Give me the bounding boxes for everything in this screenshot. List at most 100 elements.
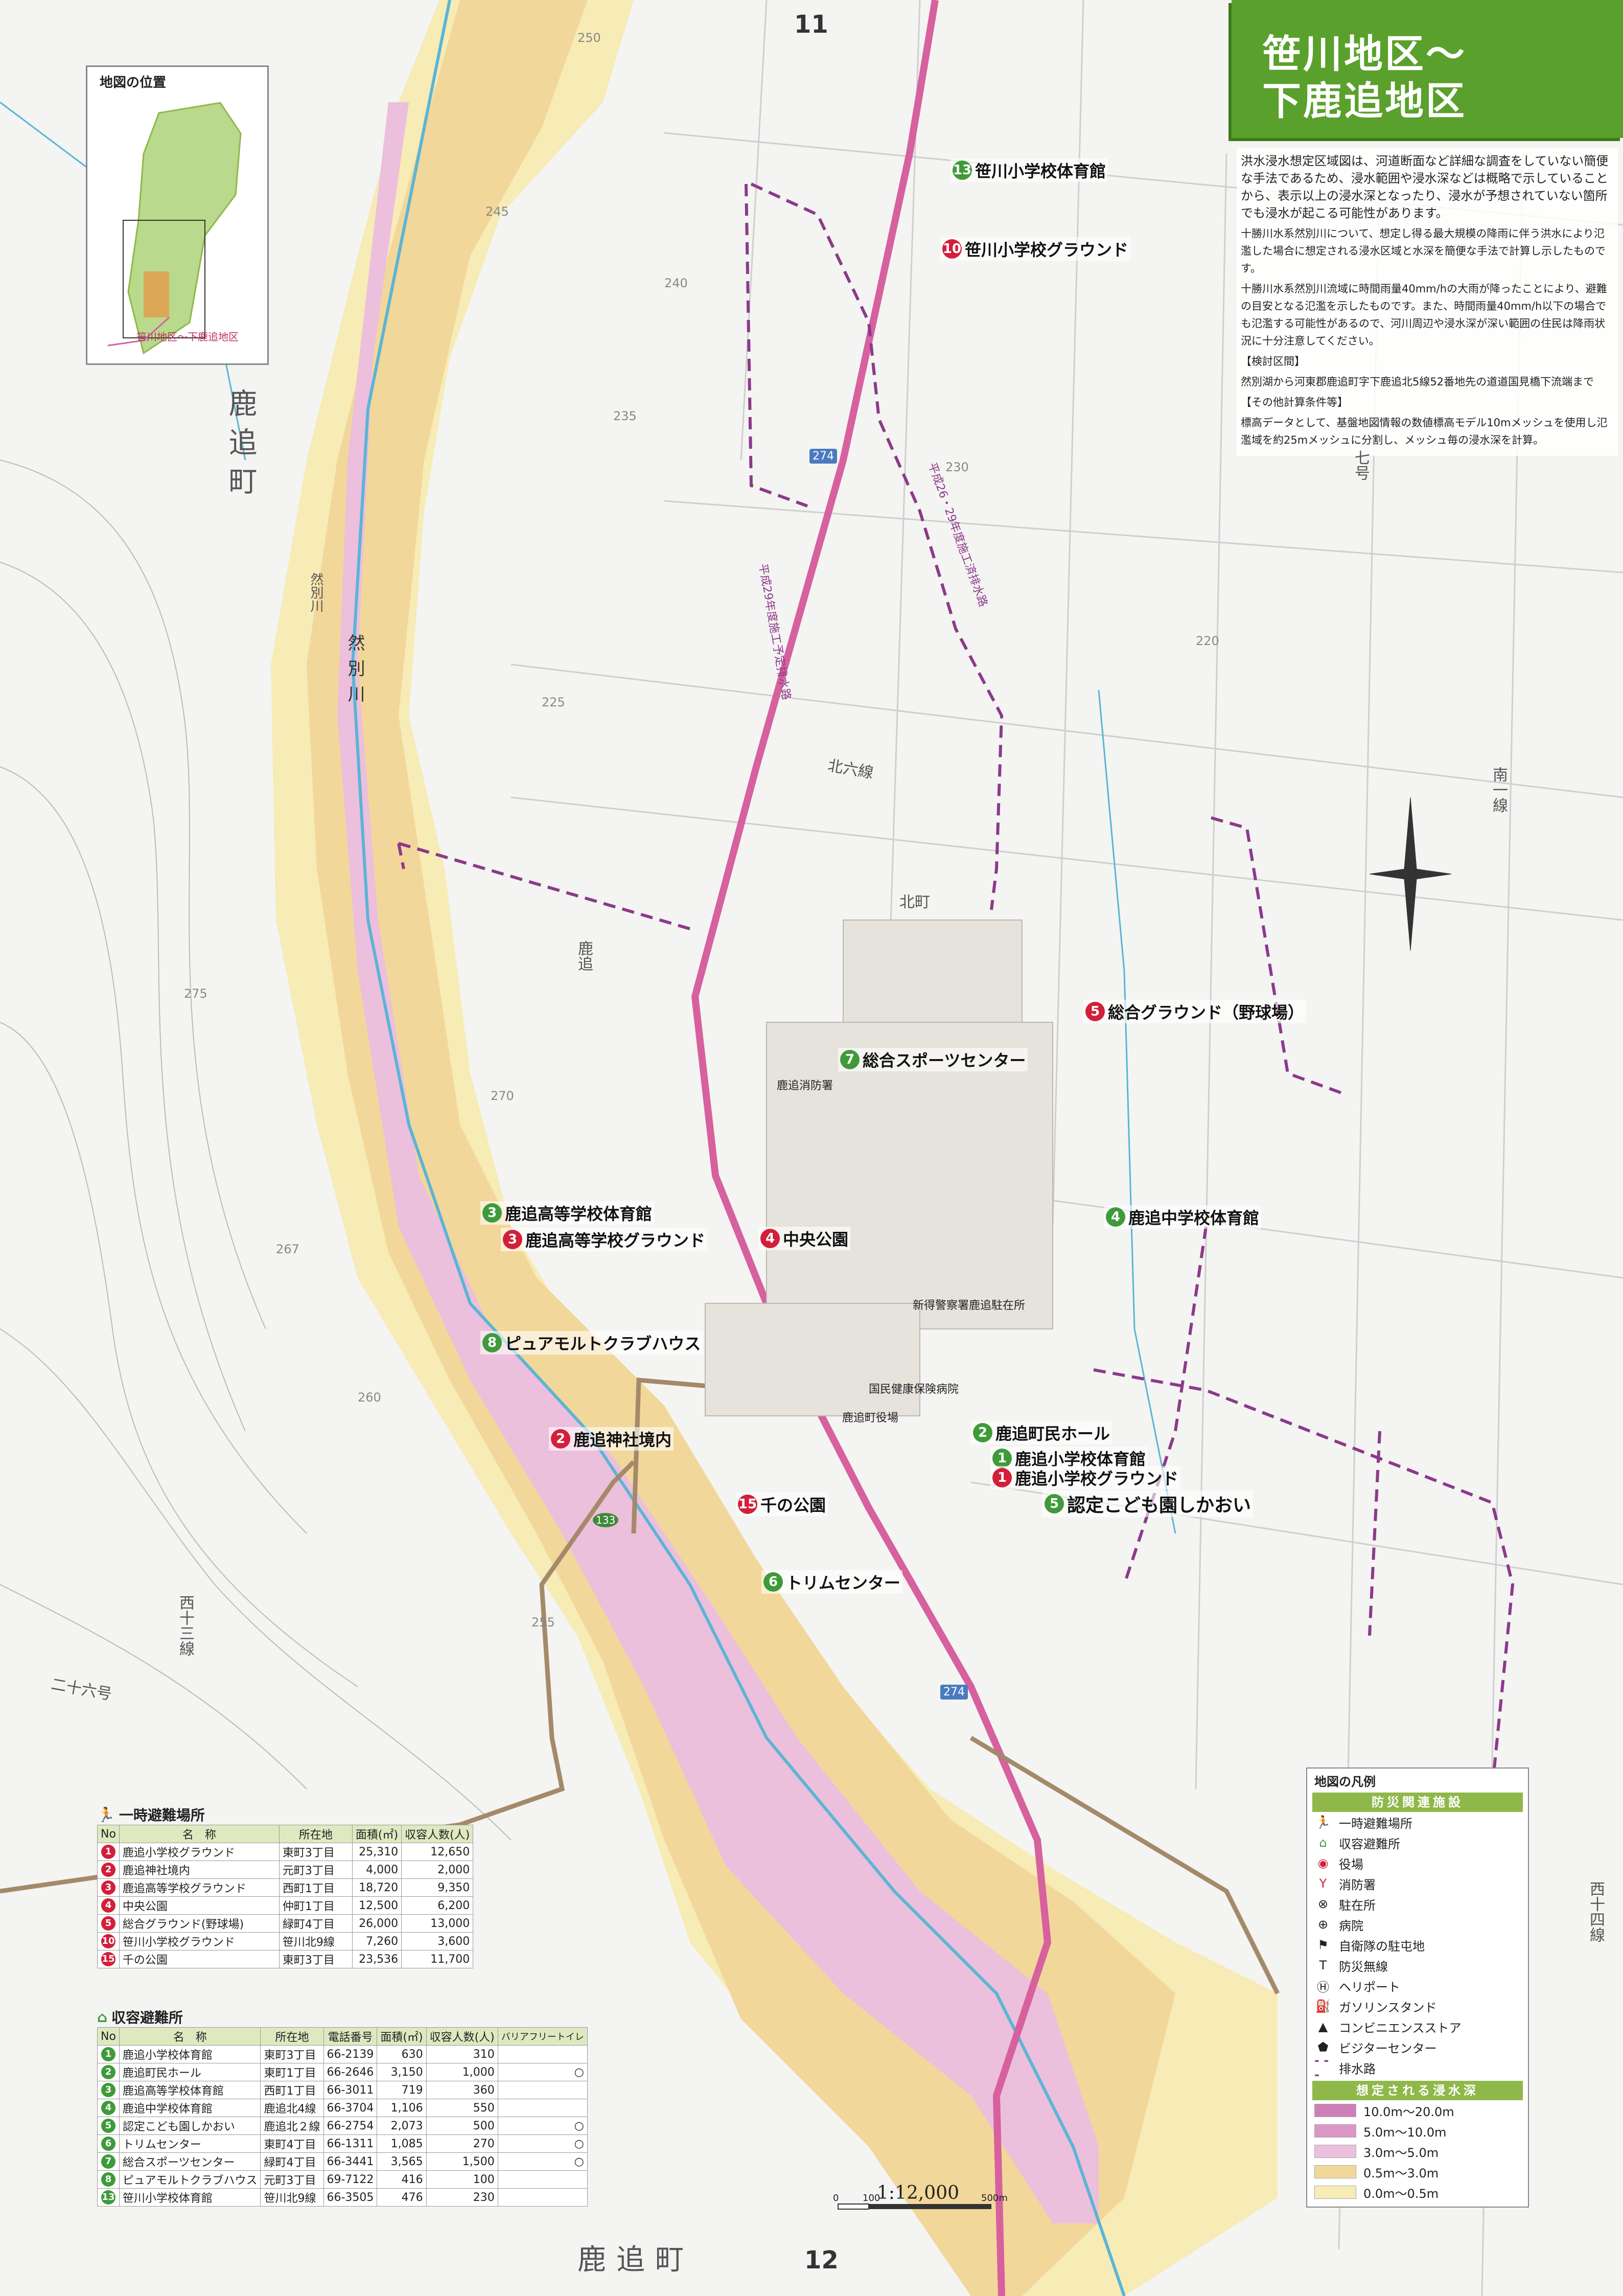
elevation-label: 260 [358, 1390, 381, 1405]
gas-icon: ⛽ [1315, 1999, 1331, 2013]
table-cell: 66-1311 [323, 2134, 378, 2153]
legend-label: 5.0m～10.0m [1363, 2125, 1447, 2140]
table-cell: 鹿追小学校体育館 [119, 2045, 261, 2063]
table-cell: 550 [426, 2099, 498, 2117]
town-label-bottom: 鹿追町 [577, 2243, 694, 2277]
table-cell: 500 [426, 2117, 498, 2135]
depth-swatch [1314, 2165, 1356, 2178]
depth-swatch [1314, 2124, 1356, 2138]
tower-icon: T [1319, 1958, 1327, 1972]
description-text: 十勝川水系然別川について、想定し得る最大規模の降雨に伴う洪水により氾濫した場合に… [1241, 227, 1606, 274]
table-cell: 2,000 [401, 1861, 474, 1879]
table-cell [497, 2045, 588, 2063]
row-number: 13 [97, 2188, 120, 2207]
elevation-label: 225 [542, 695, 565, 709]
legend-depth-item: 0.0m～0.5m [1307, 2182, 1528, 2202]
description-text: 然別湖から河東郡鹿追町字下鹿追北5線52番地先の道道国見橋下流端まで [1241, 376, 1594, 388]
elevation-label: 270 [491, 1089, 514, 1103]
table-cell: 66-2754 [323, 2117, 378, 2135]
row-number: 3 [97, 1878, 120, 1897]
table-cell [497, 2099, 588, 2117]
table-cell: 鹿追町民ホール [119, 2063, 261, 2081]
table-cell: 東町4丁目 [260, 2134, 324, 2153]
table-cell: 認定こども園しかおい [119, 2117, 261, 2135]
legend-depth-item: 5.0m～10.0m [1307, 2121, 1528, 2141]
table-cell: 6,200 [401, 1896, 474, 1915]
table-header: バリアフリートイレ [497, 2027, 588, 2046]
table-cell: 総合グラウンド(野球場) [119, 1914, 280, 1933]
legend-item: ⛽ ガソリンスタンド [1307, 1996, 1528, 2016]
table-cell: 笹川小学校体育館 [119, 2188, 261, 2207]
table-cell: 12,650 [401, 1843, 474, 1861]
legend-item: ⚑自衛隊の駐屯地 [1307, 1935, 1528, 1955]
table-cell: 千の公園 [119, 1950, 280, 1968]
route-274-shield: 274 [940, 1685, 968, 1700]
table-cell: 1,106 [377, 2099, 427, 2117]
scale-tick: 0 [833, 2193, 839, 2203]
legend-item: ◉役場 [1307, 1853, 1528, 1873]
table-cell: 東町3丁目 [279, 1950, 353, 1968]
elevation-label: 255 [531, 1615, 555, 1629]
shelter-title: 収容避難所 [111, 2009, 183, 2026]
table-cell: 25,310 [352, 1843, 402, 1861]
row-number: 7 [97, 2152, 120, 2171]
map-title: 笹川地区～ 下鹿追地区 [1262, 31, 1467, 124]
table-cell: 鹿追小学校グラウンド [119, 1843, 280, 1861]
legend-label: ビジターセンター [1339, 2041, 1437, 2056]
legend-item: ⬟ ビジターセンター [1307, 2037, 1528, 2057]
table-cell [497, 2188, 588, 2207]
row-number: 8 [97, 2170, 120, 2189]
elevation-label: 220 [1196, 634, 1219, 648]
legend-label: ガソリンスタンド [1339, 2000, 1437, 2015]
table-cell: ○ [497, 2063, 588, 2081]
visitor-icon: ⬟ [1317, 2040, 1329, 2054]
table-header: No [97, 2027, 120, 2046]
table-cell: ピュアモルトクラブハウス [119, 2170, 261, 2189]
table-cell: 笹川北9線 [279, 1932, 353, 1950]
scale-bar [838, 2203, 991, 2210]
table-cell: 270 [426, 2134, 498, 2153]
table-cell: ○ [497, 2117, 588, 2135]
scale-tick: 100 [863, 2193, 880, 2203]
road-label: 西十四線 [1587, 1881, 1605, 1942]
depth-swatch [1314, 2104, 1356, 2117]
legend-label: 消防署 [1339, 1877, 1376, 1892]
table-cell: 4,000 [352, 1861, 402, 1879]
river-label: 然別川 [344, 634, 365, 710]
table-cell: 西町1丁目 [279, 1878, 353, 1897]
legend-label: コンビニエンスストア [1339, 2021, 1462, 2035]
legend-label: 0.0m～0.5m [1363, 2186, 1439, 2201]
legend-depth-item: 10.0m～20.0m [1307, 2100, 1528, 2121]
dot-icon: ◉ [1317, 1856, 1329, 1870]
map-title-box: 笹川地区～ 下鹿追地区 [1232, 0, 1623, 138]
table-cell: 仲町1丁目 [279, 1896, 353, 1915]
table-cell: 66-3704 [323, 2099, 378, 2117]
table-cell: 310 [426, 2045, 498, 2063]
district-label: 北町 [899, 893, 930, 911]
table-cell: 鹿追神社境内 [119, 1861, 280, 1879]
table-cell: 中央公園 [119, 1896, 280, 1915]
heli-icon: Ⓗ [1317, 1980, 1329, 1994]
